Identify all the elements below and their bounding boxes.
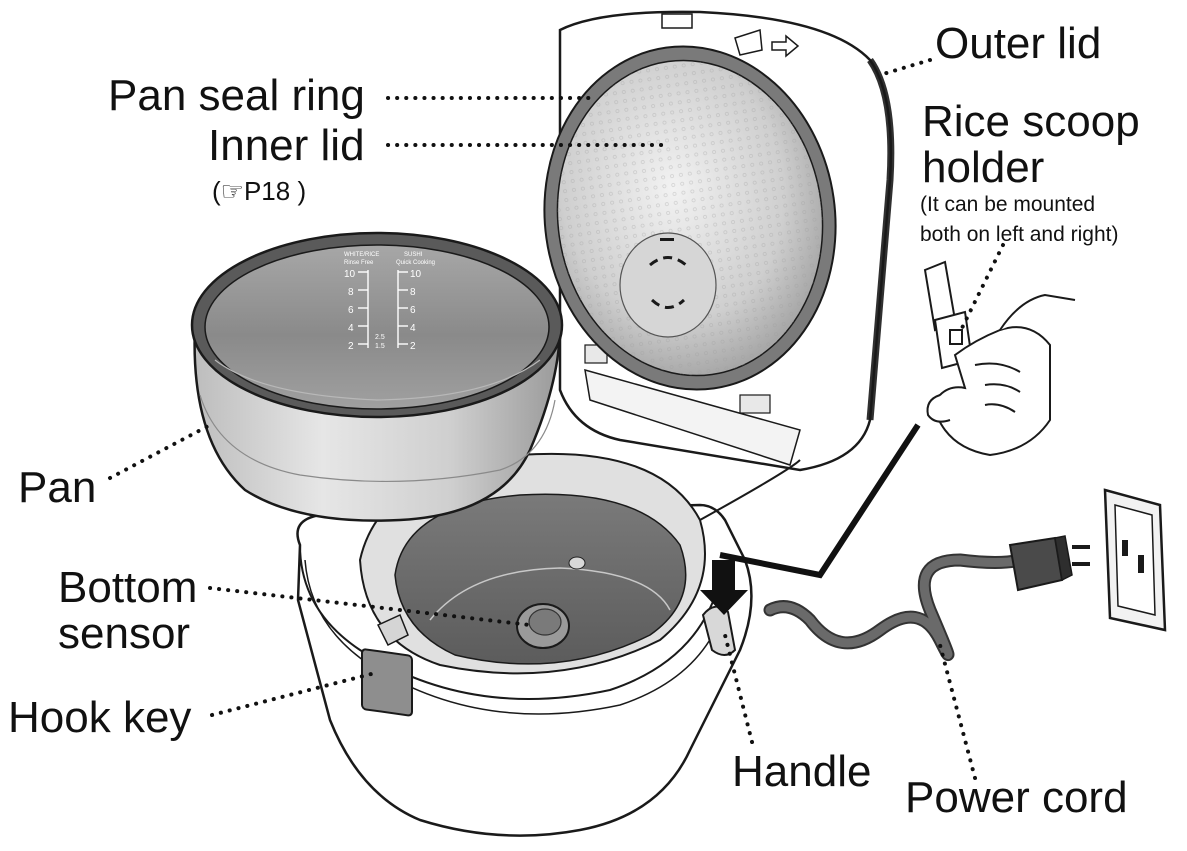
scale-right-tick: 4 bbox=[410, 323, 416, 334]
label-pan-seal-ring: Pan seal ring bbox=[108, 71, 365, 120]
scale-right-tick: 2 bbox=[410, 341, 416, 352]
scale-mid-tick: 2.5 bbox=[375, 334, 385, 341]
hook-key-shape bbox=[361, 648, 413, 717]
scale-right-tick: 8 bbox=[410, 287, 416, 298]
scale-left-header-2: Rinse Free bbox=[344, 260, 374, 266]
label-bottom-sensor-line1: Bottom bbox=[58, 563, 198, 612]
scoop-mount-arrow-head bbox=[700, 560, 748, 615]
label-outer-lid: Outer lid bbox=[935, 19, 1102, 68]
leader-lines bbox=[108, 58, 1005, 780]
leader-bottom-sensor bbox=[208, 586, 532, 627]
leader-power-cord bbox=[938, 643, 977, 780]
label-power-cord: Power cord bbox=[905, 773, 1128, 822]
label-bottom-sensor-line2: sensor bbox=[58, 609, 191, 658]
scale-right-tick: 6 bbox=[410, 305, 416, 316]
leader-handle bbox=[723, 633, 754, 744]
scale-left-tick: 2 bbox=[348, 341, 354, 352]
leader-pan bbox=[108, 423, 212, 480]
label-rice-scoop-note-line2: both on left and right) bbox=[920, 223, 1119, 246]
scale-left-tick: 4 bbox=[348, 323, 354, 334]
rice-scoop-holder-illustration bbox=[923, 260, 1076, 457]
scale-right-tick: 10 bbox=[410, 269, 422, 280]
pan-scale-text: WHITE/RICE Rinse Free SUSHI Quick Cookin… bbox=[344, 252, 435, 352]
scale-left-header-1: WHITE/RICE bbox=[344, 252, 379, 258]
bottom-sensor-shape bbox=[516, 603, 570, 649]
pan-shape bbox=[190, 231, 564, 522]
scale-left-tick: 6 bbox=[348, 305, 354, 316]
leader-rice-scoop-holder bbox=[960, 243, 1005, 330]
scale-right-header-1: SUSHI bbox=[404, 252, 423, 258]
label-pan: Pan bbox=[18, 463, 97, 512]
label-rice-scoop-note-line1: (It can be mounted bbox=[920, 193, 1096, 216]
label-handle: Handle bbox=[732, 747, 872, 796]
label-inner-lid-reference: (☞P18 ) bbox=[212, 176, 307, 206]
wall-outlet bbox=[1103, 488, 1167, 632]
power-cord-shape bbox=[763, 535, 1090, 661]
scale-left-tick: 10 bbox=[344, 269, 356, 280]
pan-water-scale bbox=[358, 270, 408, 348]
label-rice-scoop-holder-line2: holder bbox=[922, 143, 1045, 192]
scale-mid-tick: 1.5 bbox=[375, 343, 385, 350]
leader-outer-lid bbox=[878, 58, 932, 77]
scoop-mount-arrow-line bbox=[719, 423, 921, 579]
label-hook-key: Hook key bbox=[8, 693, 192, 742]
label-rice-scoop-holder-line1: Rice scoop bbox=[922, 97, 1140, 146]
scale-right-header-2: Quick Cooking bbox=[396, 260, 435, 266]
open-lid bbox=[543, 10, 895, 521]
label-inner-lid: Inner lid bbox=[208, 121, 365, 170]
scale-left-tick: 8 bbox=[348, 287, 354, 298]
leader-hook-key bbox=[210, 671, 377, 717]
